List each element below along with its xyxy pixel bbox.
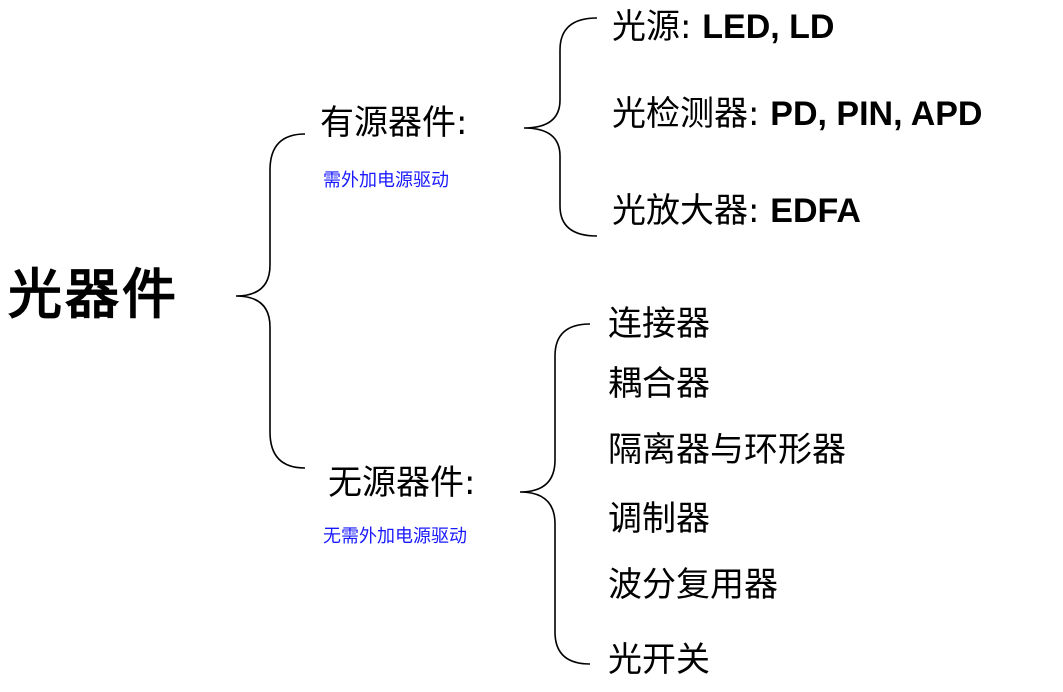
active-item-light-source: 光源: LED, LD [612,10,834,44]
diagram-title: 光器件 [8,263,179,326]
active-item-prefix: 光检测器: [612,94,771,134]
root-brace [235,133,306,469]
passive-devices-label: 无源器件: [328,463,476,503]
passive-item-modulator: 调制器 [608,499,710,539]
passive-item-optical-switch: 光开关 [608,640,710,680]
active-item-prefix: 光放大器: [612,191,771,231]
active-item-amplifier: 光放大器: EDFA [612,194,861,228]
active-brace [523,17,598,237]
active-devices-label: 有源器件: [320,103,468,143]
passive-item-wdm: 波分复用器 [608,565,778,605]
passive-item-isolator-circulator: 隔离器与环形器 [608,430,846,470]
passive-item-coupler: 耦合器 [608,364,710,404]
active-item-terms: PD, PIN, APD [770,95,983,133]
passive-devices-note: 无需外加电源驱动 [323,526,467,547]
active-item-terms: LED, LD [702,8,835,46]
passive-item-connector: 连接器 [608,304,710,344]
passive-brace [519,323,591,665]
active-devices-note: 需外加电源驱动 [323,170,449,191]
active-item-terms: EDFA [770,192,861,230]
active-item-photodetector: 光检测器: PD, PIN, APD [612,97,982,131]
active-item-prefix: 光源: [612,7,703,47]
